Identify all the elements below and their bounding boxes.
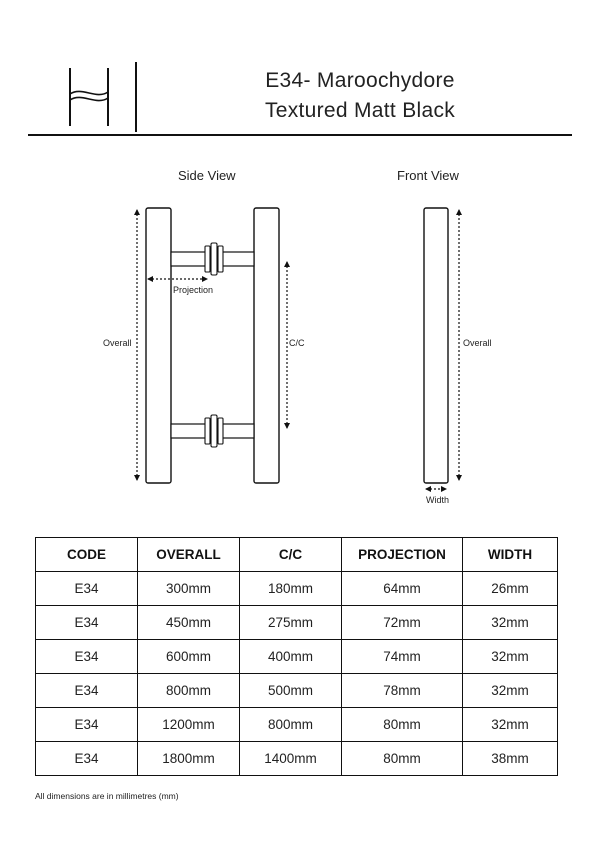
bottom-standoff	[170, 414, 255, 448]
cell-cc: 180mm	[239, 571, 342, 606]
product-finish: Textured Matt Black	[264, 99, 456, 122]
cell-width: 38mm	[462, 741, 558, 776]
cell-projection: 72mm	[341, 605, 463, 640]
cell-width: 26mm	[462, 571, 558, 606]
header-divider	[28, 134, 572, 136]
table-header-row: CODE OVERALL C/C PROJECTION WIDTH	[35, 537, 558, 572]
cell-cc: 800mm	[239, 707, 342, 742]
column-header-overall: OVERALL	[137, 537, 240, 572]
cell-code: E34	[35, 639, 138, 674]
cell-overall: 1800mm	[137, 741, 240, 776]
cell-code: E34	[35, 741, 138, 776]
cell-overall: 600mm	[137, 639, 240, 674]
cell-projection: 74mm	[341, 639, 463, 674]
product-title: E34- Maroochydore Textured Matt Black	[180, 66, 540, 126]
h-monogram-icon	[69, 68, 109, 126]
table-row: E34 1200mm 800mm 80mm 32mm	[35, 707, 558, 742]
cell-width: 32mm	[462, 605, 558, 640]
technical-drawing: Overall Projection C/C Overall Width	[103, 207, 492, 505]
projection-label: Projection	[173, 285, 213, 295]
table-row: E34 1800mm 1400mm 80mm 38mm	[35, 741, 558, 776]
top-standoff	[170, 242, 255, 276]
table-row: E34 300mm 180mm 64mm 26mm	[35, 571, 558, 606]
cell-code: E34	[35, 673, 138, 708]
column-header-width: WIDTH	[462, 537, 558, 572]
cell-code: E34	[35, 707, 138, 742]
front-view-label: Front View	[397, 168, 459, 183]
logo-divider	[135, 62, 137, 132]
cell-overall: 450mm	[137, 605, 240, 640]
cell-cc: 400mm	[239, 639, 342, 674]
cc-label: C/C	[289, 338, 305, 348]
cell-code: E34	[35, 605, 138, 640]
cell-projection: 80mm	[341, 707, 463, 742]
cell-overall: 800mm	[137, 673, 240, 708]
cell-overall: 1200mm	[137, 707, 240, 742]
cell-overall: 300mm	[137, 571, 240, 606]
product-name: E34- Maroochydore	[265, 69, 455, 92]
cell-cc: 275mm	[239, 605, 342, 640]
table-row: E34 450mm 275mm 72mm 32mm	[35, 605, 558, 640]
side-left-bar	[145, 207, 172, 484]
table-row: E34 800mm 500mm 78mm 32mm	[35, 673, 558, 708]
overall-label-front: Overall	[463, 338, 492, 348]
cell-width: 32mm	[462, 639, 558, 674]
side-view-label: Side View	[178, 168, 236, 183]
units-footnote: All dimensions are in millimetres (mm)	[35, 791, 179, 801]
cell-code: E34	[35, 571, 138, 606]
width-label: Width	[426, 495, 449, 505]
table-row: E34 600mm 400mm 74mm 32mm	[35, 639, 558, 674]
cell-width: 32mm	[462, 707, 558, 742]
column-header-cc: C/C	[239, 537, 342, 572]
column-header-code: CODE	[35, 537, 138, 572]
side-right-bar	[253, 207, 280, 484]
cell-projection: 64mm	[341, 571, 463, 606]
cell-projection: 78mm	[341, 673, 463, 708]
cell-cc: 1400mm	[239, 741, 342, 776]
overall-label-side: Overall	[103, 338, 132, 348]
cell-cc: 500mm	[239, 673, 342, 708]
specifications-table: CODE OVERALL C/C PROJECTION WIDTH E34 30…	[35, 537, 558, 776]
cell-projection: 80mm	[341, 741, 463, 776]
column-header-projection: PROJECTION	[341, 537, 463, 572]
front-bar	[423, 207, 449, 484]
cell-width: 32mm	[462, 673, 558, 708]
